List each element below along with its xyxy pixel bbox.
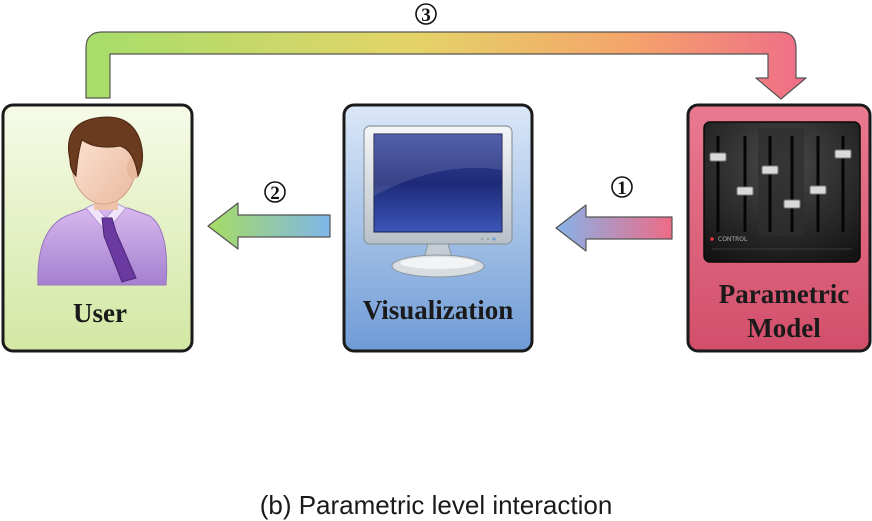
step-1-marker — [611, 176, 633, 198]
step-2-number: 2 — [270, 183, 280, 204]
parametric-label-line2: Model — [747, 313, 821, 343]
mixer-control-icon: CONTROL — [703, 121, 861, 263]
mixer-label: CONTROL — [718, 236, 748, 243]
monitor-icon — [363, 125, 513, 278]
parametric-model-node: CONTROL Parametric Model — [686, 103, 872, 353]
step-3-marker — [415, 3, 437, 25]
step-1-number: 1 — [617, 178, 627, 199]
step-2-marker — [264, 181, 286, 203]
arrow-3-user-to-model: 3 — [85, 3, 807, 100]
arrow-1-model-to-visualization: 1 — [555, 176, 673, 252]
arrow-2-visualization-to-user: 2 — [207, 181, 331, 250]
step-3-number: 3 — [421, 5, 431, 26]
parametric-label-line1: Parametric — [719, 279, 849, 309]
figure-caption: (b) Parametric level interaction — [259, 490, 613, 520]
visualization-label: Visualization — [363, 295, 514, 325]
user-avatar-icon — [37, 116, 168, 286]
user-node: User — [1, 103, 194, 353]
visualization-node: Visualization — [342, 103, 534, 353]
user-label: User — [73, 298, 127, 328]
